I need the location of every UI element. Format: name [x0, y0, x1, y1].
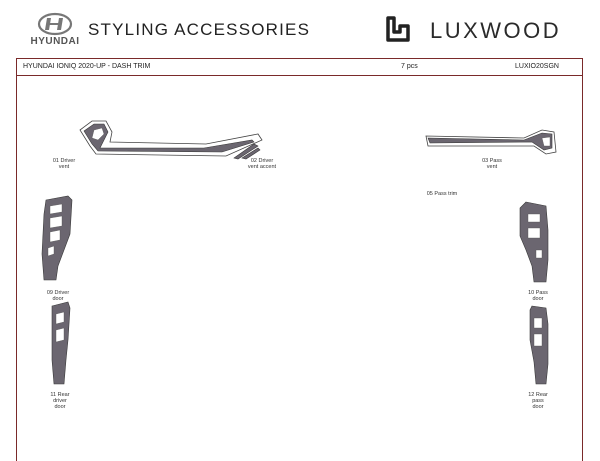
label-10-line1: 10 Pass — [528, 290, 548, 296]
label-11: 11 Rear driver door — [40, 392, 80, 410]
part-11-rear-driver-door — [51, 301, 71, 385]
product-code: LUXIO20SGN — [515, 63, 559, 70]
label-02: 02 Driver vent accent — [238, 158, 286, 170]
label-09-line2: door — [52, 296, 64, 302]
label-09: 09 Driver door — [36, 290, 80, 302]
label-10: 10 Pass door — [516, 290, 560, 302]
hyundai-logo-icon — [37, 12, 73, 36]
label-03: 03 Pass vent — [472, 158, 512, 170]
label-11-line1: 11 Rear — [50, 392, 70, 398]
label-10-line2: door — [532, 296, 544, 302]
part-03-pass-vent — [425, 129, 557, 155]
piece-count: 7 pcs — [401, 63, 418, 70]
label-01-line2: vent — [58, 164, 70, 170]
parts-sheet — [16, 76, 583, 461]
luxwood-wordmark: LUXWOOD — [430, 18, 562, 43]
label-09-line1: 09 Driver — [46, 290, 70, 296]
part-01-driver-vent — [79, 120, 263, 157]
part-10-pass-door — [519, 201, 549, 283]
label-12-line3: door — [532, 404, 544, 410]
hyundai-wordmark: HYUNDAI — [30, 36, 80, 47]
label-01: 01 Driver vent — [44, 158, 84, 170]
luxwood-logo-icon — [386, 16, 410, 42]
label-11-line3: door — [54, 404, 66, 410]
label-05-line1: 05 Pass trim — [426, 191, 458, 197]
label-03-line2: vent — [486, 164, 498, 170]
info-bar: HYUNDAI IONIQ 2020-UP - DASH TRIM 7 pcs … — [16, 58, 583, 76]
label-11-line2: driver — [53, 398, 67, 404]
model-name: HYUNDAI IONIQ 2020-UP - DASH TRIM — [23, 63, 151, 70]
label-05: 05 Pass trim — [414, 191, 470, 197]
part-09-driver-door — [41, 195, 73, 281]
label-02-line1: 02 Driver — [250, 158, 274, 164]
header: HYUNDAI STYLING ACCESSORIES LUXWOOD — [0, 0, 600, 58]
label-12: 12 Rear pass door — [518, 392, 558, 410]
label-01-line1: 01 Driver — [52, 158, 76, 164]
label-12-line1: 12 Rear — [528, 392, 548, 398]
label-02-line2: vent accent — [247, 164, 277, 170]
label-12-line2: pass — [532, 398, 544, 404]
part-12-rear-pass-door — [529, 305, 549, 385]
part-02-vent-accent — [233, 143, 261, 160]
page-title: STYLING ACCESSORIES — [88, 20, 311, 39]
label-03-line1: 03 Pass — [482, 158, 502, 164]
